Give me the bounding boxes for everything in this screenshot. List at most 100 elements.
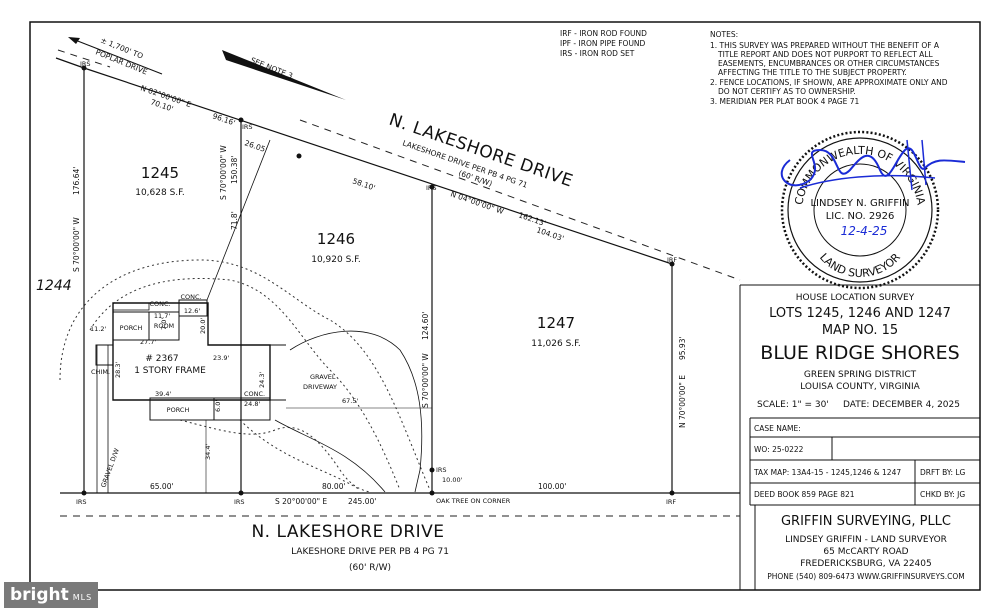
checked-by: CHKD BY: JG — [920, 490, 965, 499]
marker — [238, 490, 244, 496]
conc-label-1: CONC. — [149, 300, 170, 308]
lot-1245-area: 10,628 S.F. — [135, 188, 185, 198]
porch-top-label: PORCH — [120, 324, 143, 332]
marker — [81, 490, 87, 496]
dist-24-8: 24.8' — [244, 400, 260, 408]
irs-10-00: 10.00' — [442, 476, 463, 484]
west-bearing: S 70°00'00" W — [72, 217, 81, 272]
road-edge-top — [57, 49, 111, 68]
gravel-dw-label: GRAVEL D/W — [99, 447, 121, 489]
conc-label-3: CONC. — [244, 390, 265, 398]
marker-label: IRS — [234, 498, 245, 506]
bottom-street-rw: (60' R/W) — [349, 563, 391, 573]
dist-71-8: 71.8' — [230, 211, 239, 230]
dist-65-00: 65.00' — [150, 482, 174, 491]
dist-11-7: 11.7' — [154, 312, 170, 320]
dist-28-3: 28.3' — [114, 362, 122, 378]
marker — [429, 490, 435, 496]
dist-34-4: 34.4' — [204, 444, 212, 460]
chimney — [95, 344, 114, 366]
dist-20-0: 20.0' — [199, 318, 207, 334]
gravel-driveway — [274, 330, 423, 493]
gravel-drive-label-2: DRIVEWAY — [303, 383, 337, 391]
case-block: CASE NAME: WO: 25-0222 TAX MAP: 13A4-15 … — [753, 424, 966, 499]
dist-58-10: 58.10' — [351, 176, 376, 192]
lot-1245-number: 1245 — [141, 164, 179, 182]
surveyor-seal: COMMONWEALTH OF VIRGINIA LAND SURVEYOR L… — [780, 130, 966, 290]
house-description: 1 STORY FRAME — [134, 366, 206, 376]
oak-tree-label: OAK TREE ON CORNER — [436, 497, 511, 505]
north-distance: 162.13' — [517, 210, 547, 228]
poplar-arrow — [69, 37, 163, 75]
signature — [780, 147, 966, 187]
conc-pad — [178, 299, 208, 317]
dist-24-3: 24.3' — [258, 372, 266, 388]
marker-label: IRS — [80, 60, 91, 68]
scale: SCALE: 1" = 30' — [757, 400, 829, 410]
porch-bottom-label: PORCH — [167, 406, 190, 414]
lot-1247-number: 1247 — [537, 314, 575, 332]
marker-label: IRF — [667, 256, 677, 264]
watermark-brand: bright — [10, 585, 69, 605]
plat-labels: ± 1,700' TO POPLAR DRIVE SEE NOTE 3. N 0… — [36, 36, 687, 573]
east-distance: 95.93' — [678, 336, 687, 360]
north-bearing: N 04°00'00" W — [449, 189, 505, 216]
legend: IRF - IRON ROD FOUND IPF - IRON PIPE FOU… — [560, 29, 647, 58]
company-contact: PHONE (540) 809-6473 WWW.GRIFFINSURVEYS.… — [767, 572, 965, 581]
note-line: TITLE REPORT AND DOES NOT PURPORT TO REF… — [717, 50, 933, 59]
conc-walk — [213, 397, 271, 421]
marker-label: IRS — [76, 498, 87, 506]
west-distance: 176.64' — [72, 167, 81, 195]
watermark-sub: MLS — [72, 593, 93, 602]
note-line: DO NOT CERTIFY AS TO OWNERSHIP. — [718, 87, 856, 96]
drafted-by: DRFT BY: LG — [920, 468, 966, 477]
front-distance: 96.16' — [211, 111, 236, 127]
marker — [429, 467, 435, 473]
lots-title: LOTS 1245, 1246 AND 1247 — [769, 306, 951, 321]
room-label: ROOM — [154, 322, 174, 330]
dist-12-6: 12.6' — [184, 307, 200, 315]
note-line: EASEMENTS, ENCUMBRANCES OR OTHER CIRCUMS… — [718, 59, 940, 68]
lot-1244-number: 1244 — [36, 278, 72, 294]
legend-irs: IRS - IRON ROD SET — [560, 49, 635, 58]
dist-104-03: 104.03' — [535, 225, 565, 243]
bottom-street-note: LAKESHORE DRIVE PER PB 4 PG 71 — [291, 547, 449, 557]
see-note-arrow — [222, 50, 346, 100]
bottom-street-name: N. LAKESHORE DRIVE — [251, 522, 444, 542]
lot-1247-area: 11,026 S.F. — [531, 339, 581, 349]
marker-label: IRF — [666, 498, 676, 506]
house-number: # 2367 — [145, 354, 178, 364]
dist-23-9: 23.9' — [213, 354, 229, 362]
company-city: FREDERICKSBURG, VA 22405 — [800, 559, 931, 569]
marker-label: IRS — [436, 466, 447, 474]
corner-markers — [81, 65, 675, 496]
dist-6-0: 6.0' — [214, 400, 222, 412]
mid1-bearing: S 70°00'00" W — [219, 145, 228, 200]
south-distance: 245.00' — [348, 497, 376, 506]
work-order: WO: 25-0222 — [754, 445, 804, 454]
marker — [669, 490, 675, 496]
dist-80-00: 80.00' — [322, 482, 346, 491]
note-line: 3. MERIDIAN PER PLAT BOOK 4 PAGE 71 — [710, 97, 860, 106]
lot-1246-number: 1246 — [317, 230, 355, 248]
seal-license: LIC. NO. 2926 — [826, 211, 895, 222]
outer-frame — [29, 21, 981, 591]
survey-type: HOUSE LOCATION SURVEY — [796, 293, 915, 303]
house-outline — [112, 302, 271, 401]
mid1-distance: 150.38' — [230, 156, 239, 184]
county: LOUISA COUNTY, VIRGINIA — [800, 382, 920, 392]
marker — [81, 65, 87, 71]
legend-irf: IRF - IRON ROD FOUND — [560, 29, 647, 38]
dist-26-05: 26.05' — [243, 138, 268, 154]
dist-67-5: 67.5' — [342, 397, 358, 405]
map-number: MAP NO. 15 — [822, 323, 898, 338]
legend-ipf: IPF - IRON PIPE FOUND — [560, 39, 646, 48]
notes: NOTES: 1. THIS SURVEY WAS PREPARED WITHO… — [710, 30, 948, 106]
company-block: GRIFFIN SURVEYING, PLLC LINDSEY GRIFFIN … — [767, 514, 965, 581]
road-edge-top-2 — [299, 119, 741, 281]
marker-label: IRS — [426, 184, 437, 192]
seal-date: 12-4-25 — [841, 224, 888, 238]
mid2-distance: 124.60' — [421, 312, 430, 340]
tax-map: TAX MAP: 13A4-15 - 1245,1246 & 1247 — [753, 468, 901, 477]
